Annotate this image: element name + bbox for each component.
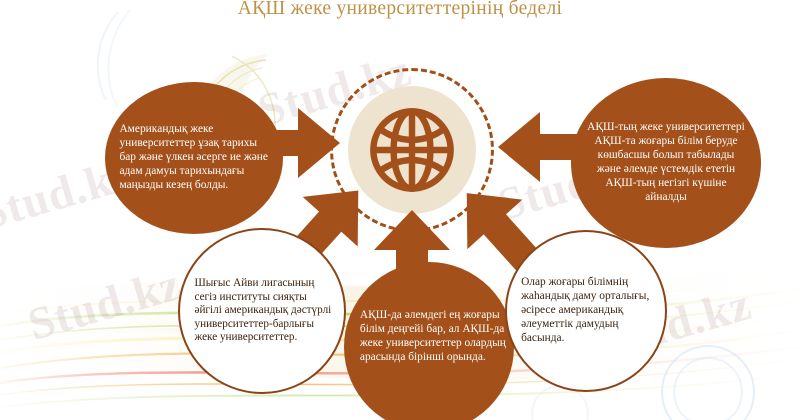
arrow-bottom-right-to-center bbox=[466, 193, 541, 274]
bubble-text: АҚШ-тың жеке университеттері АҚШ-та жоға… bbox=[587, 121, 745, 203]
arrow-right-to-center bbox=[498, 112, 592, 182]
bubble-text: Олар жоғары білімнің жаһандық даму ортал… bbox=[521, 276, 650, 344]
arrow-left-to-center bbox=[246, 108, 340, 178]
page-title: АҚШ жеке университеттерінің беделі bbox=[237, 0, 563, 19]
bubble-highest-education-level[interactable]: АҚШ-да әлемдегі ең жоғары білім деңгейі … bbox=[344, 262, 514, 420]
bubble-us-private-universities-leadership[interactable]: АҚШ-тың жеке университеттері АҚШ-та жоға… bbox=[571, 78, 761, 248]
bubble-text: АҚШ-да әлемдегі ең жоғары білім деңгейі … bbox=[359, 309, 506, 363]
arrow-bottom-center-to-center bbox=[374, 210, 450, 304]
bubble-global-development-center[interactable]: Олар жоғары білімнің жаһандық даму ортал… bbox=[505, 230, 667, 392]
bubble-american-private-universities-history[interactable]: Америкaндық жеке университеттер ұзақ тар… bbox=[105, 82, 283, 234]
bubble-text: Америкaндық жеке университеттер ұзақ тар… bbox=[119, 123, 268, 191]
bubble-ivy-league-institutions[interactable]: Шығыс Айви лигасының сегіз институты сия… bbox=[178, 228, 346, 394]
center-disc bbox=[348, 86, 476, 214]
globe-icon bbox=[370, 108, 454, 192]
bubble-text: Шығыс Айви лигасының сегіз институты сия… bbox=[194, 276, 332, 344]
